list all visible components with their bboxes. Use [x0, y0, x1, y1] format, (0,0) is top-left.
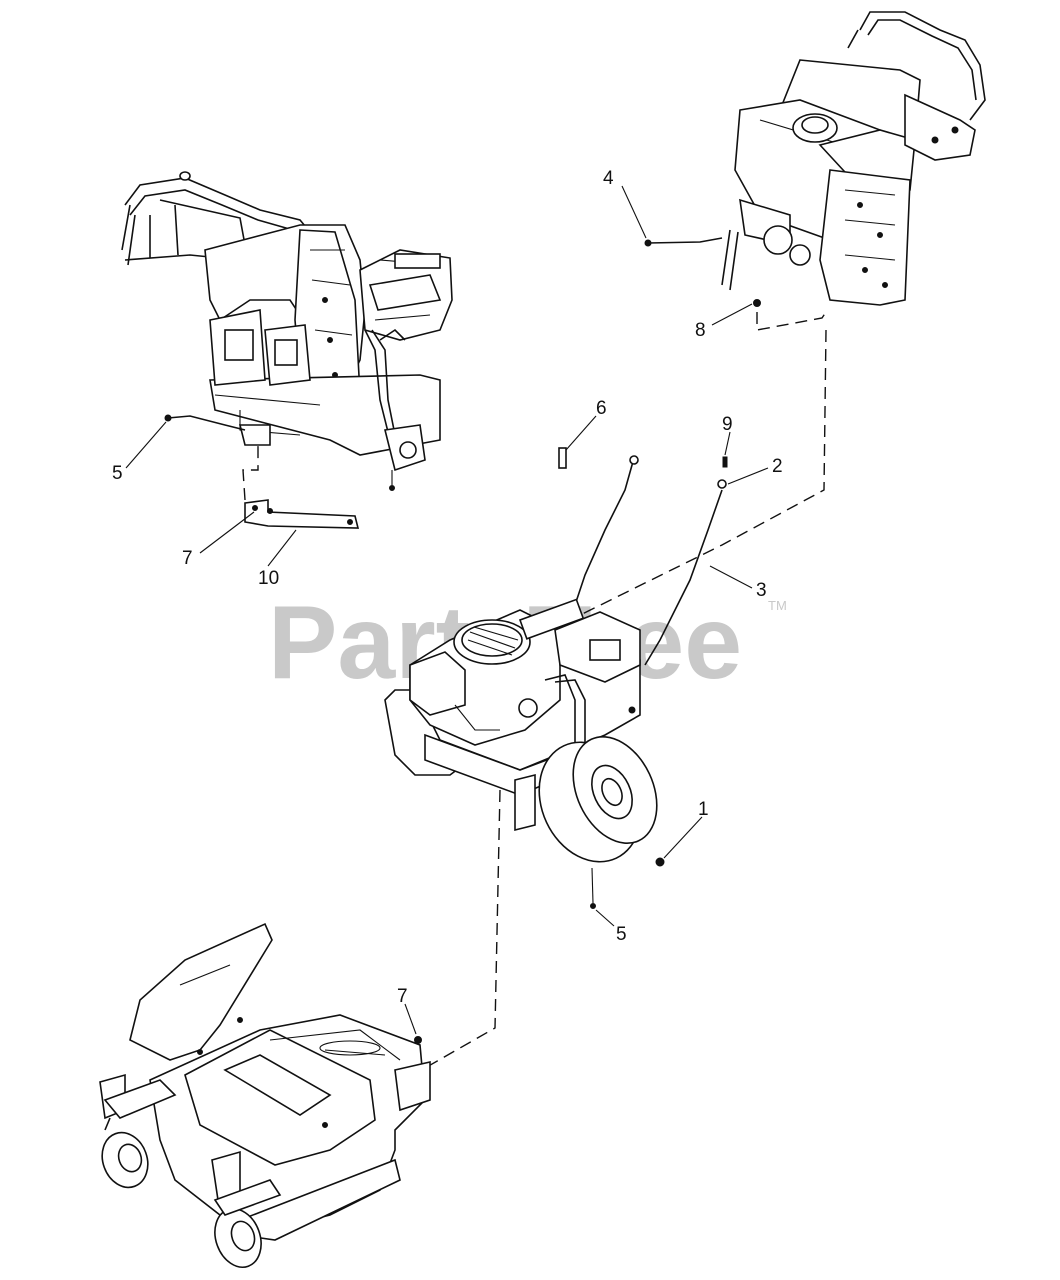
- connector-line-right: [559, 329, 827, 626]
- callout-leaders: [125, 185, 769, 1035]
- part-pin-6: [558, 447, 567, 469]
- part-nut-1: [655, 857, 665, 867]
- callout-7-left: 7: [182, 548, 193, 569]
- callout-2: 2: [772, 456, 783, 477]
- part-fitting-2: [717, 479, 727, 489]
- callout-3: 3: [756, 580, 767, 601]
- part-bolt-5-lower: [590, 867, 596, 909]
- callout-10: 10: [258, 568, 279, 589]
- callout-5-lower: 5: [616, 924, 627, 945]
- callout-5-left: 5: [112, 463, 123, 484]
- callout-7-lower: 7: [397, 986, 408, 1007]
- part-rod-4: [644, 237, 723, 247]
- part-cable-3: [569, 455, 723, 666]
- part-bolt-9: [722, 456, 728, 468]
- callout-labels: 4 8 6 9 2 3 5 7 10 1 5 7: [112, 168, 783, 1007]
- engine-chassis-assembly: [384, 598, 658, 863]
- part-rod-5-left: [164, 414, 246, 431]
- callout-8: 8: [695, 320, 706, 341]
- handle-tower-assembly-left: [121, 171, 453, 491]
- part-nut-8: [753, 299, 827, 331]
- part-bracket-10: [242, 440, 360, 529]
- callout-1: 1: [698, 799, 709, 820]
- mower-deck-assembly: [99, 922, 431, 1268]
- watermark-trademark: TM: [768, 598, 787, 613]
- callout-6: 6: [596, 398, 607, 419]
- callout-9: 9: [722, 414, 733, 435]
- callout-4: 4: [603, 168, 614, 189]
- control-tower-right: [721, 11, 986, 306]
- part-nut-7-lower: [414, 1036, 422, 1044]
- connector-line-lower: [424, 789, 501, 1069]
